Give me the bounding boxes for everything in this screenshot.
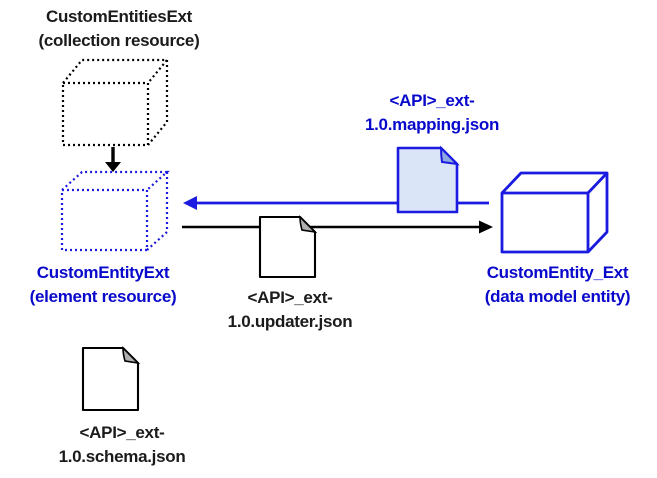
updater-file-label: <API>_ext- 1.0.updater.json [196, 286, 384, 334]
collection-resource-label: CustomEntitiesExt (collection resource) [6, 5, 232, 53]
schema-file-label: <API>_ext- 1.0.schema.json [22, 421, 222, 469]
white-document-icon-updater [258, 215, 318, 279]
data-model-entity-label: CustomEntity_Ext (data model entity) [458, 261, 657, 309]
mapping-file-label-line1: <API>_ext- [389, 91, 475, 110]
collection-to-element-arrow [105, 147, 121, 172]
solid-blue-cube-icon [500, 171, 609, 254]
element-resource-title: CustomEntityExt [36, 263, 170, 282]
white-document-icon-schema [81, 346, 141, 412]
updater-file-label-line2: 1.0.updater.json [227, 312, 353, 331]
element-resource-label: CustomEntityExt (element resource) [0, 261, 206, 309]
collection-resource-subtitle: (collection resource) [38, 31, 200, 50]
data-model-entity-subtitle: (data model entity) [484, 287, 631, 306]
data-model-entity-title: CustomEntity_Ext [486, 263, 629, 282]
dotted-black-cube-icon [61, 58, 170, 147]
mapping-file-label: <API>_ext- 1.0.mapping.json [341, 89, 523, 137]
updater-file-label-line1: <API>_ext- [247, 288, 333, 307]
dotted-blue-cube-icon [60, 170, 170, 252]
schema-file-label-line1: <API>_ext- [79, 423, 165, 442]
schema-file-label-line2: 1.0.schema.json [58, 447, 186, 466]
mapping-file-label-line2: 1.0.mapping.json [364, 115, 500, 134]
updater-arrow-right [182, 220, 493, 234]
element-resource-subtitle: (element resource) [29, 287, 177, 306]
collection-resource-title: CustomEntitiesExt [45, 7, 193, 26]
blue-document-icon [396, 145, 460, 214]
